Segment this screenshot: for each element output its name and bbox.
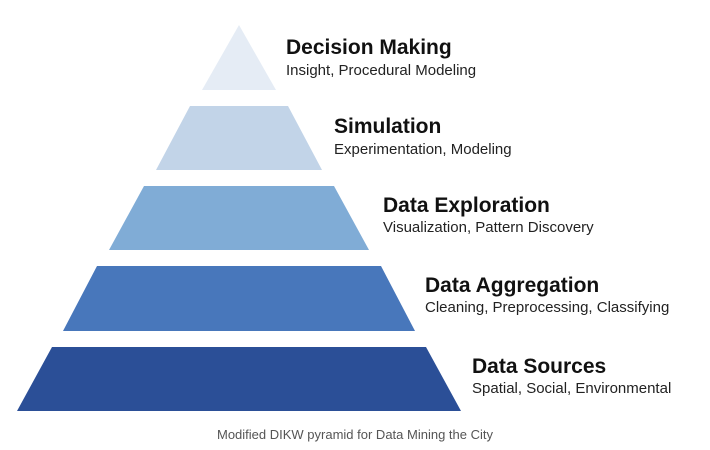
tier-simulation-subtitle: Experimentation, Modeling <box>334 141 512 158</box>
tier-data-sources-shape <box>17 347 461 411</box>
tier-data-aggregation-title: Data Aggregation <box>425 274 600 297</box>
figure-caption: Modified DIKW pyramid for Data Mining th… <box>217 427 493 442</box>
tier-simulation-title: Simulation <box>334 115 442 138</box>
tier-decision-making-title: Decision Making <box>286 36 452 59</box>
tier-data-exploration-shape <box>109 186 369 250</box>
tier-decision-making-shape <box>202 25 276 90</box>
tier-data-aggregation-shape <box>63 266 415 331</box>
tier-data-aggregation-subtitle: Cleaning, Preprocessing, Classifying <box>425 299 670 316</box>
tier-data-exploration-subtitle: Visualization, Pattern Discovery <box>383 219 594 236</box>
tier-data-sources-title: Data Sources <box>472 355 607 378</box>
tier-data-sources-subtitle: Spatial, Social, Environmental <box>472 380 672 397</box>
tier-data-exploration-title: Data Exploration <box>383 194 550 217</box>
tier-simulation-shape <box>156 106 322 170</box>
tier-decision-making-subtitle: Insight, Procedural Modeling <box>286 62 477 79</box>
